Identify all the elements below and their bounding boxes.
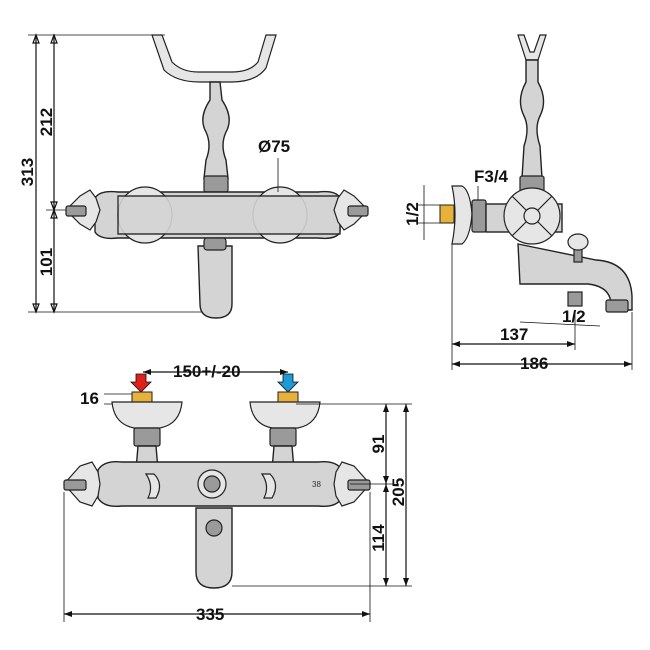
upper-height-label: 91 bbox=[369, 435, 388, 454]
bottom-spout bbox=[195, 507, 233, 589]
side-inlet-label: 1/2 bbox=[403, 202, 422, 226]
front-spout bbox=[197, 245, 233, 319]
height-lower-label: 101 bbox=[37, 248, 56, 276]
diverter-knob bbox=[567, 233, 589, 251]
side-view: 1/2 F3/4 137 186 1/2 bbox=[403, 34, 633, 373]
side-brass-inlet bbox=[439, 204, 455, 224]
handshower-cradle bbox=[151, 34, 277, 83]
inlet-height-label: 16 bbox=[80, 389, 99, 408]
riser-pipe bbox=[202, 81, 230, 179]
side-cradle bbox=[517, 34, 547, 61]
wall-flange bbox=[451, 185, 473, 245]
depth-total-label: 186 bbox=[520, 354, 548, 373]
total-width-label: 335 bbox=[196, 605, 224, 624]
side-outlet-label: 1/2 bbox=[562, 307, 586, 326]
total-height-label: 205 bbox=[389, 478, 408, 506]
lower-height-label: 114 bbox=[369, 524, 388, 552]
height-total-label: 313 bbox=[18, 158, 37, 186]
diameter-label: Ø75 bbox=[258, 137, 290, 156]
front-view: 313 212 101 Ø75 bbox=[18, 33, 369, 319]
cold-inlet-arrow bbox=[277, 373, 299, 393]
hot-inlet-arrow bbox=[130, 373, 152, 393]
depth-spout-label: 137 bbox=[500, 325, 528, 344]
scale-mark: 38 bbox=[312, 480, 321, 489]
side-riser bbox=[519, 59, 545, 179]
bottom-view: 150+/-20 16 38 bbox=[63, 362, 412, 624]
height-upper-label: 212 bbox=[37, 108, 56, 136]
thread-label: F3/4 bbox=[474, 167, 509, 186]
centers-label: 150+/-20 bbox=[173, 362, 241, 381]
